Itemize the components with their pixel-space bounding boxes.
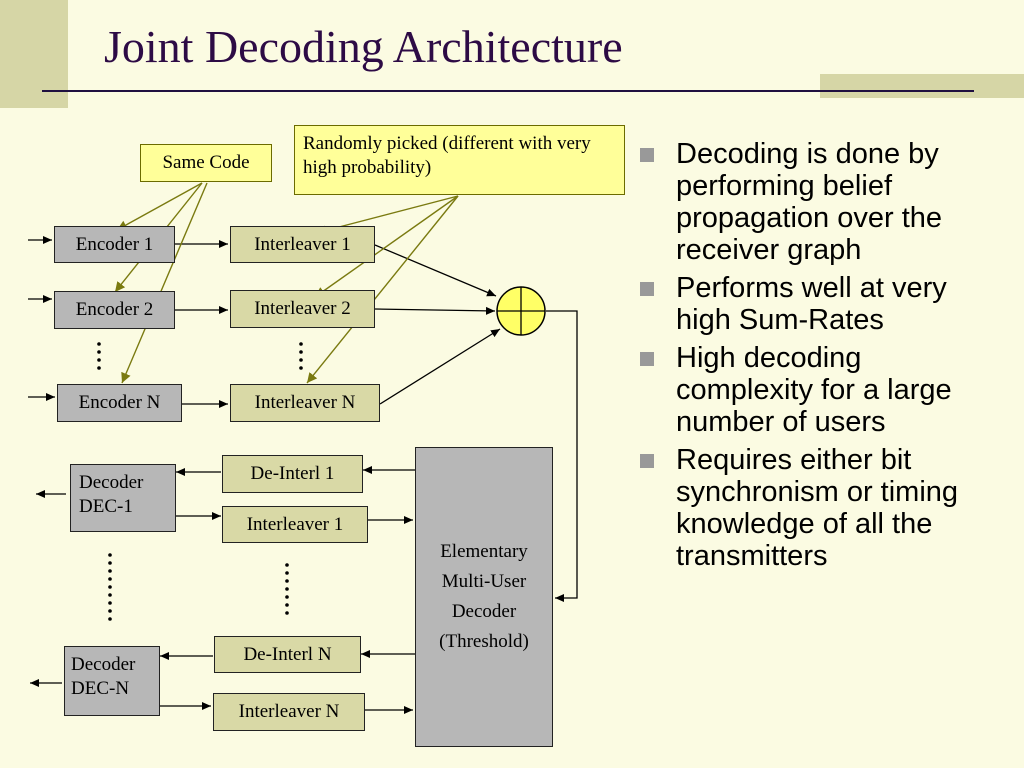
de-interleaver-1: De-Interl 1 [222,455,363,493]
bullet-list: Decoding is done by performing belief pr… [636,138,996,578]
summation-node [496,286,546,336]
random-to-int2 [314,195,459,298]
slide-title: Joint Decoding Architecture [104,21,623,72]
intn-to-sum [379,328,501,405]
bullet-item: Decoding is done by performing belief pr… [636,138,996,266]
ellipsis-decoders [108,553,112,621]
interleaver-2: Interleaver 2 [230,290,375,328]
ellipsis-interleavers [299,342,303,370]
random-to-intn [306,195,459,384]
bullet-item: Performs well at very high Sum-Rates [636,272,996,336]
encoder-1: Encoder 1 [54,226,175,263]
bottom-interleaver-n: Interleaver N [213,693,365,731]
samecode-to-enc1 [116,182,203,231]
encoder-2: Encoder 2 [54,291,175,329]
title-rule [42,90,974,92]
samecode-to-encn [121,182,208,384]
int1-to-sum [374,244,497,297]
encoder-n: Encoder N [57,384,182,422]
elementary-multi-user-decoder: Elementary Multi-User Decoder (Threshold… [415,447,553,747]
ellipsis-bottom-interleavers [285,563,289,615]
decoder-dec-1: Decoder DEC-1 [70,464,176,532]
random-label: Randomly picked (different with very hig… [294,125,625,195]
same-code-label: Same Code [140,144,272,182]
bottom-interleaver-1: Interleaver 1 [222,506,368,543]
sum-to-decoder [546,310,578,602]
interleaver-n: Interleaver N [230,384,380,422]
decoder-dec-n: Decoder DEC-N [64,646,160,716]
int2-to-sum [374,306,496,315]
de-interleaver-n: De-Interl N [214,636,361,673]
ellipsis-encoders [97,342,101,370]
bullet-item: High decoding complexity for a large num… [636,342,996,438]
bullet-item: Requires either bit synchronism or timin… [636,444,996,572]
interleaver-1: Interleaver 1 [230,226,375,263]
title-accent-bar [820,74,1024,98]
